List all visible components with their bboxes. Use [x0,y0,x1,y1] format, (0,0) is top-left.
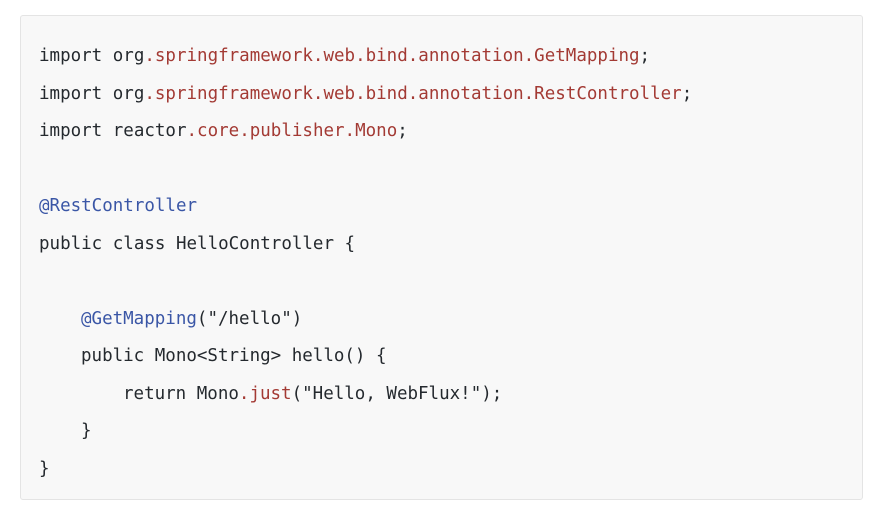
code-token-method: .just [238,383,292,404]
code-line-5: @RestController [39,188,692,226]
code-token-annotation: @RestController [39,196,198,216]
code-token-annotation: @GetMapping [81,308,197,329]
code-token: public Mono<String> hello() { [81,346,387,366]
code-token: import org [39,46,145,66]
code-line-10: return Mono.just("Hello, WebFlux!"); [39,376,692,414]
code-token: import org [39,83,145,104]
code-token-package: .springframework.web.bind.annotation.Res… [144,83,682,104]
code-token: ; [397,121,408,141]
code-line-2: import org.springframework.web.bind.anno… [39,76,692,114]
code-token: ; [681,83,693,104]
code-line-1: import org.springframework.web.bind.anno… [39,38,692,76]
code-token-package: .springframework.web.bind.annotation.Get… [144,46,640,66]
code-token: public class HelloController { [39,233,356,254]
code-token: import reactor [39,121,187,141]
code-line-7-blank [39,263,692,301]
code-block: import org.springframework.web.bind.anno… [20,15,863,500]
code-line-9: public Mono<String> hello() { [39,338,692,376]
code-token: ; [639,46,651,66]
code-token: ("Hello, WebFlux!"); [291,383,503,404]
code-line-8: @GetMapping("/hello") [39,301,692,339]
code-token: } [39,458,50,479]
code-content: import org.springframework.web.bind.anno… [39,38,692,488]
code-line-12: } [39,451,692,489]
code-token-package: .core.publisher.Mono [186,121,398,141]
code-line-3: import reactor.core.publisher.Mono; [39,113,692,151]
code-line-6: public class HelloController { [39,226,692,264]
code-token: return Mono [123,383,239,404]
code-token: ("/hello") [196,308,303,329]
code-line-4-blank [39,151,692,189]
code-line-11: } [39,413,692,451]
code-token: } [81,421,92,441]
